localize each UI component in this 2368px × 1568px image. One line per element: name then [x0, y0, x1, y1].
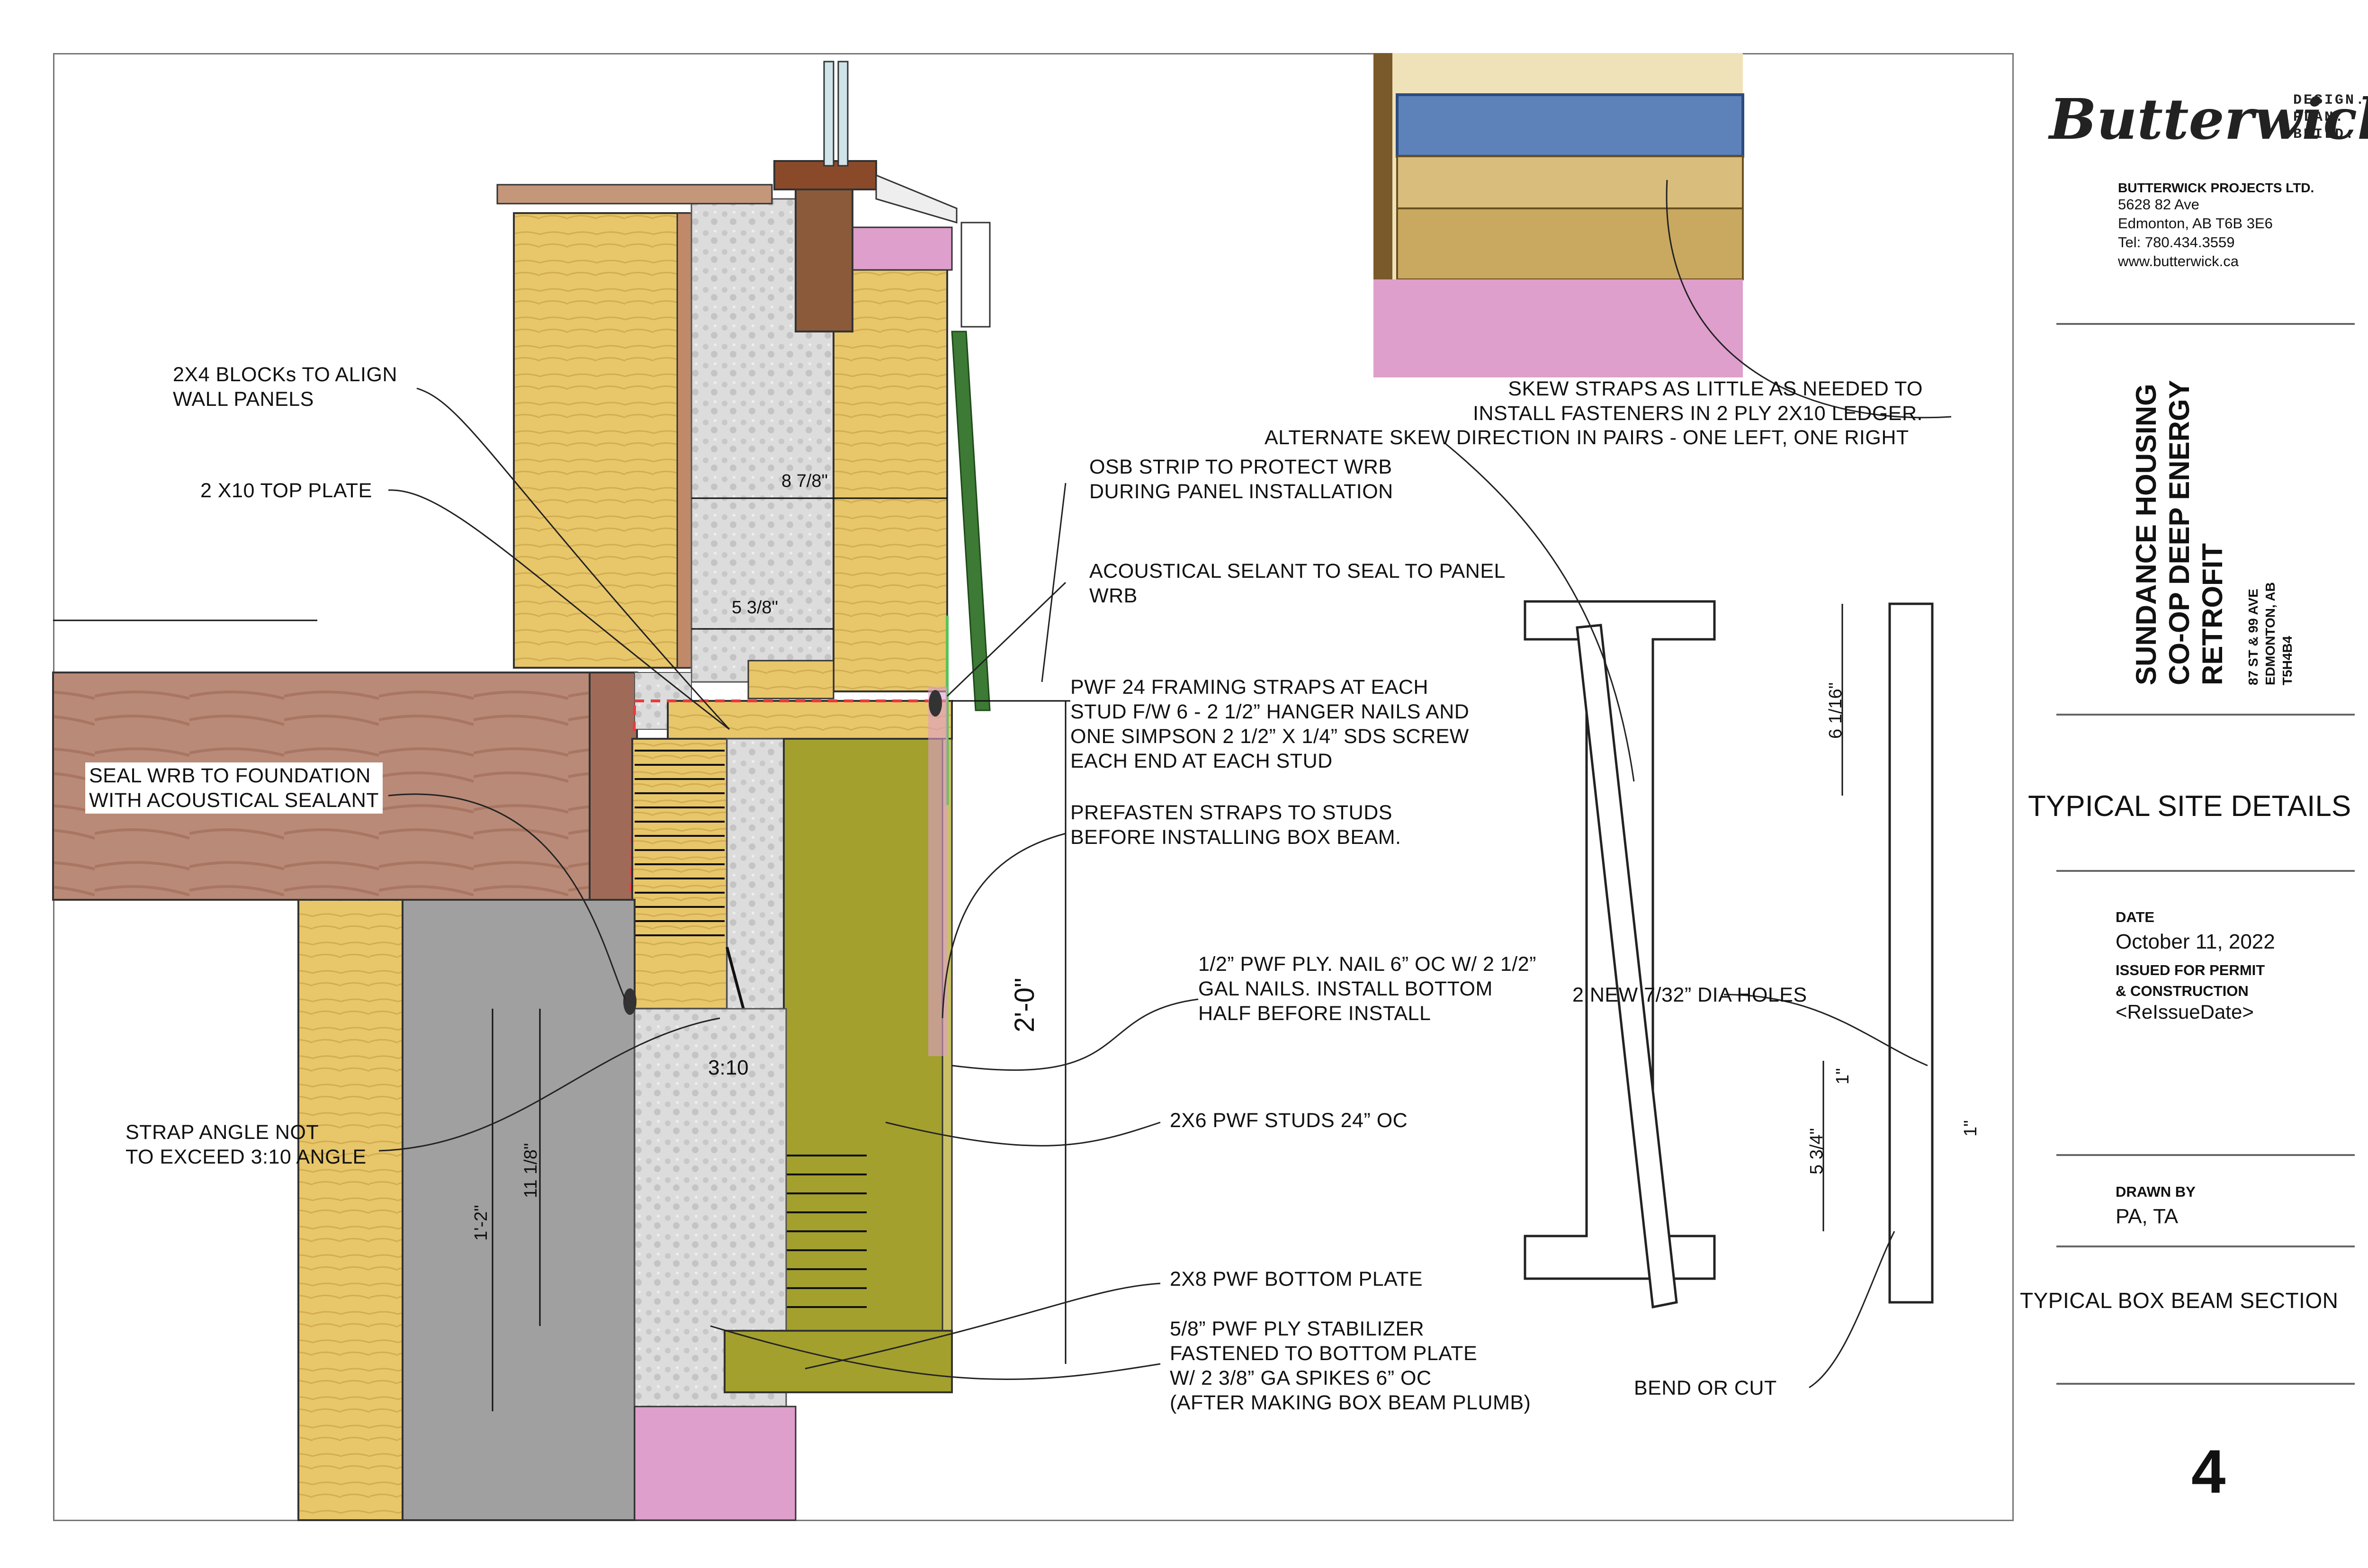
- note-top-plate: 2 X10 TOP PLATE: [200, 479, 372, 502]
- dim-6-1-16: 6 1/16": [1826, 682, 1846, 739]
- wall-panel-interior: [833, 264, 948, 692]
- blocks: [747, 660, 834, 699]
- note-pwf-ply: 1/2” PWF PLY. NAIL 6” OC W/ 2 1/2”GAL NA…: [1198, 953, 1536, 1025]
- pwf-studs: [783, 738, 948, 1336]
- dim-angle-3-10: 3:10: [708, 1056, 749, 1079]
- window-frame: [795, 179, 853, 332]
- window-sill-detail: [1373, 53, 1744, 377]
- dim-2-0: 2'-0": [1009, 977, 1040, 1033]
- sheet-title: TYPICAL SITE DETAILS: [2028, 790, 2351, 823]
- siding: [951, 331, 991, 711]
- dim-5-3-4: 5 3/4": [1807, 1128, 1827, 1174]
- dim-1-2: 1'-2": [471, 1205, 491, 1241]
- project-name: SUNDANCE HOUSING CO-OP DEEP ENERGY RETRO…: [2130, 380, 2228, 685]
- leader-lines: [378, 179, 1952, 1389]
- note-holes: 2 NEW 7/32” DIA HOLES: [1572, 984, 1807, 1006]
- issued-label: ISSUED FOR PERMIT & CONSTRUCTION: [2116, 962, 2265, 999]
- dimension-lines: [53, 497, 1070, 1411]
- dim-11-1-8: 11 1/8": [521, 1143, 541, 1198]
- nails-lower: [781, 1155, 867, 1308]
- note-studs: 2X6 PWF STUDS 24” OC: [1170, 1109, 1408, 1132]
- title-block: Butterwick DESIGN. PLAN. BUILD. BUTTERWI…: [2014, 53, 2368, 1521]
- dim-1-inch-left: 1": [1833, 1068, 1853, 1084]
- dim-1-inch-right: 1": [1961, 1120, 1981, 1137]
- company-address: 5628 82 Ave Edmonton, AB T6B 3E6 Tel: 78…: [2118, 196, 2273, 269]
- box-beam-blocks: [631, 738, 728, 1010]
- project-address: 87 ST & 99 AVE EDMONTON, AB T5H4B4: [2246, 582, 2295, 685]
- reissue-date: <ReIssueDate>: [2116, 1001, 2254, 1023]
- company-logo: Butterwick: [2049, 86, 2368, 152]
- note-bend: BEND OR CUT: [1634, 1377, 1777, 1399]
- logo-tagline: DESIGN. PLAN. BUILD.: [2293, 92, 2367, 143]
- box-beam-section: [1524, 600, 1934, 1308]
- note-box-beam-section: TYPICAL BOX BEAM SECTION: [2020, 1288, 2339, 1313]
- dim-5-3-8: 5 3/8": [732, 598, 779, 618]
- note-alternate: ALTERNATE SKEW DIRECTION IN PAIRS - ONE …: [1265, 426, 1909, 449]
- stud-left: [297, 899, 404, 1521]
- date-label: DATE: [2116, 909, 2155, 925]
- nails-upper: [635, 750, 725, 936]
- company-name: BUTTERWICK PROJECTS LTD.: [2118, 180, 2314, 195]
- drawn-by-value: PA, TA: [2116, 1205, 2179, 1228]
- wall-panel-exterior: [513, 212, 690, 669]
- top-plate: [667, 700, 953, 740]
- note-bottom-plate: 2X8 PWF BOTTOM PLATE: [1170, 1268, 1423, 1290]
- date-value: October 11, 2022: [2116, 930, 2275, 953]
- note-acoustical: ACOUSTICAL SELANT TO SEAL TO PANEL WRB: [1089, 560, 1506, 607]
- dim-8-7-8: 8 7/8": [781, 471, 828, 491]
- sheet-number: 4: [2191, 1437, 2226, 1506]
- drawn-by-label: DRAWN BY: [2116, 1183, 2196, 1200]
- concrete-foundation: [402, 899, 636, 1521]
